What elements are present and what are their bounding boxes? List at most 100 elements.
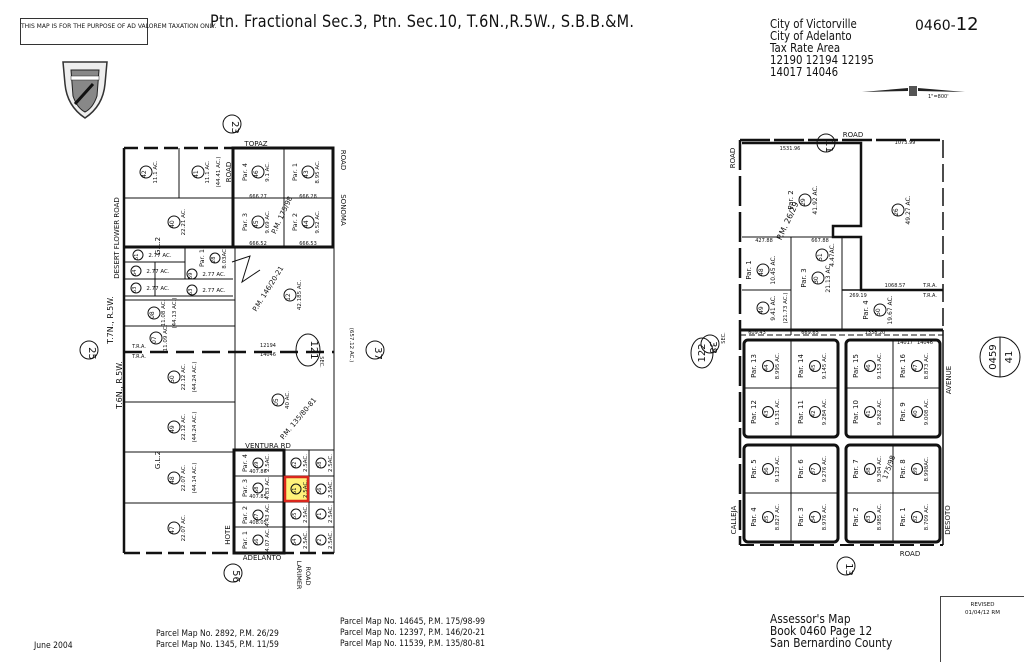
parcel-number: 66: [254, 539, 260, 545]
road-name: ROAD: [339, 150, 347, 170]
parcel-number: 40: [169, 220, 176, 228]
parcel-number-circle: [911, 360, 923, 372]
parcel-number: 56: [317, 488, 323, 494]
parcel-acreage: 22.12 AC.: [181, 413, 187, 440]
parcel-number: 42: [811, 410, 817, 417]
parcel-total-acreage: (44.41 AC.): [216, 156, 222, 187]
dimension-label: 1073.99: [895, 140, 916, 146]
parcel-acreage: 11.1 AC.: [153, 160, 159, 184]
parcel-acreage: 19.67 AC.: [887, 295, 894, 324]
parcel-number-circle: [864, 463, 876, 475]
parcel-number: 30: [813, 276, 820, 284]
parcel-number: 43: [764, 410, 770, 417]
adjoining-map-ref: 25: [86, 347, 97, 360]
parcel-acreage: 2.5AC.: [328, 480, 334, 498]
parcel-number-circle: [811, 271, 825, 285]
section-number: 122: [697, 343, 708, 362]
parcel-acreage: 21.13 AC.: [825, 263, 832, 292]
parcel-number: 72: [317, 539, 323, 545]
parcel-number: 47: [169, 526, 176, 534]
parcel-acreage: 11.09 AC.: [163, 324, 169, 351]
parcel-number-circle: [911, 463, 923, 475]
parcel-acreage: 8.985 AC.: [877, 503, 883, 530]
adjoining-map-ref: 37: [372, 347, 383, 360]
dimension-label: 407.85: [249, 494, 267, 500]
parcel-par-label: Par. 2: [852, 507, 860, 526]
parcel-number: 48: [169, 476, 176, 484]
parcel-number-circle: [252, 534, 264, 546]
parcel-number-circle: [809, 360, 821, 372]
parcel-acreage: 2.77 AC.: [146, 269, 170, 275]
parcel-number: 44: [764, 364, 770, 371]
parcel-acreage: 22.12 AC.: [181, 363, 187, 390]
assessor-line: Assessor's Map: [770, 612, 851, 626]
parcel-number-circle: [252, 457, 264, 469]
map-number-page: 12: [955, 14, 979, 35]
jurisdiction-block: City of Victorville City of Adelanto Tax…: [770, 18, 874, 78]
parcel-number-circle: [132, 249, 144, 261]
parcel-number-circle: [167, 370, 181, 384]
section-acreage: (657.12 AC.): [348, 328, 354, 363]
parcel-acreage: 22.07 AC.: [181, 464, 187, 491]
parcel-acreage: 8.873 AC.: [924, 352, 930, 379]
road-name: ROAD: [304, 567, 312, 586]
adjoining-map-ref-circle: [223, 563, 243, 583]
parcel-acreage: 2.5AC.: [328, 531, 334, 549]
parcel-par-label: Par. 15: [852, 354, 860, 378]
parcel-number: 49: [169, 425, 176, 433]
adjoining-map-ref-circle: [700, 334, 720, 354]
road-name: AVENUE: [945, 366, 953, 394]
section-ellipse: [690, 337, 714, 369]
parcel-par-label: Par. 3: [241, 479, 249, 497]
parcel-par-label: Par. 10: [852, 400, 860, 424]
parcel-number-circle: [290, 483, 302, 495]
parcel-par-label: Par. 3: [241, 213, 249, 231]
parcel-number-circle: [891, 203, 905, 217]
tax-rate-area-codes: 14017 14046: [770, 65, 839, 79]
parcel-par-label: Par. 6: [797, 459, 805, 479]
parcel-par-label: Par. 12: [750, 400, 758, 424]
parcel-par-label: Par. 1: [291, 163, 299, 181]
parcel-par-label: Par. 14: [797, 354, 805, 378]
parcel-acreage: 42.185 AC.: [297, 280, 303, 310]
parcel-acreage: 2.5AC.: [303, 531, 309, 549]
parcel-number-circle: [209, 252, 221, 264]
pm-block-outline: [742, 141, 943, 292]
road-name: TOPAZ: [243, 140, 267, 148]
adjacent-page-ref: 41: [1004, 351, 1015, 364]
parcel-number: 63: [132, 287, 138, 293]
adjoining-map-ref: 56: [230, 570, 241, 583]
parcel-acreage: 11.1 AC.: [205, 160, 211, 184]
parcel-number-circle: [301, 215, 315, 229]
parcel-par-label: Par. 13: [750, 354, 758, 378]
revised-label: REVISED: [970, 602, 995, 608]
parcel-number-circle: [315, 483, 327, 495]
road-name: ROAD: [843, 131, 863, 139]
tax-rate-area-codes: 12190 12194 12195: [770, 53, 874, 67]
parcel-map-ref-label: 175/98: [881, 454, 897, 480]
parcel-number-circle: [762, 360, 774, 372]
parcel-number-circle: [149, 331, 163, 345]
scale-bar: 1"=800': [862, 86, 965, 100]
road-name: HOTE: [224, 525, 232, 544]
parcel-acreage: 8.827 AC.: [775, 503, 781, 530]
parcel-acreage: 9.52 AC.: [315, 210, 321, 234]
dimension-label: 269.19: [849, 293, 867, 299]
parcel-par-label: Par. 1: [745, 260, 753, 279]
parcel-acreage: 2.77 AC.: [202, 272, 226, 278]
parcel-number: 59: [188, 273, 194, 279]
parcel-par-label: Par. 2: [241, 506, 249, 524]
road-name: CALLEJA: [730, 505, 738, 534]
assessor-book-info: Assessor's Map Book 0460 Page 12 San Ber…: [770, 613, 892, 649]
parcel-number: 26: [893, 208, 900, 216]
parcel-number: 28: [211, 257, 217, 263]
parcel-acreage: 41.92 AC.: [812, 185, 819, 214]
parcel-acreage: 9.145 AC.: [822, 352, 828, 379]
parcel-acreage: 49.27 AC.: [905, 195, 912, 224]
parcel-acreage: 8.709 AC.: [924, 503, 930, 530]
parcel-number: 45: [253, 220, 260, 228]
parcel-number: 55: [292, 513, 298, 519]
road-name: ROAD: [225, 162, 233, 182]
parcel-acreage: 8.998AC.: [924, 456, 930, 481]
